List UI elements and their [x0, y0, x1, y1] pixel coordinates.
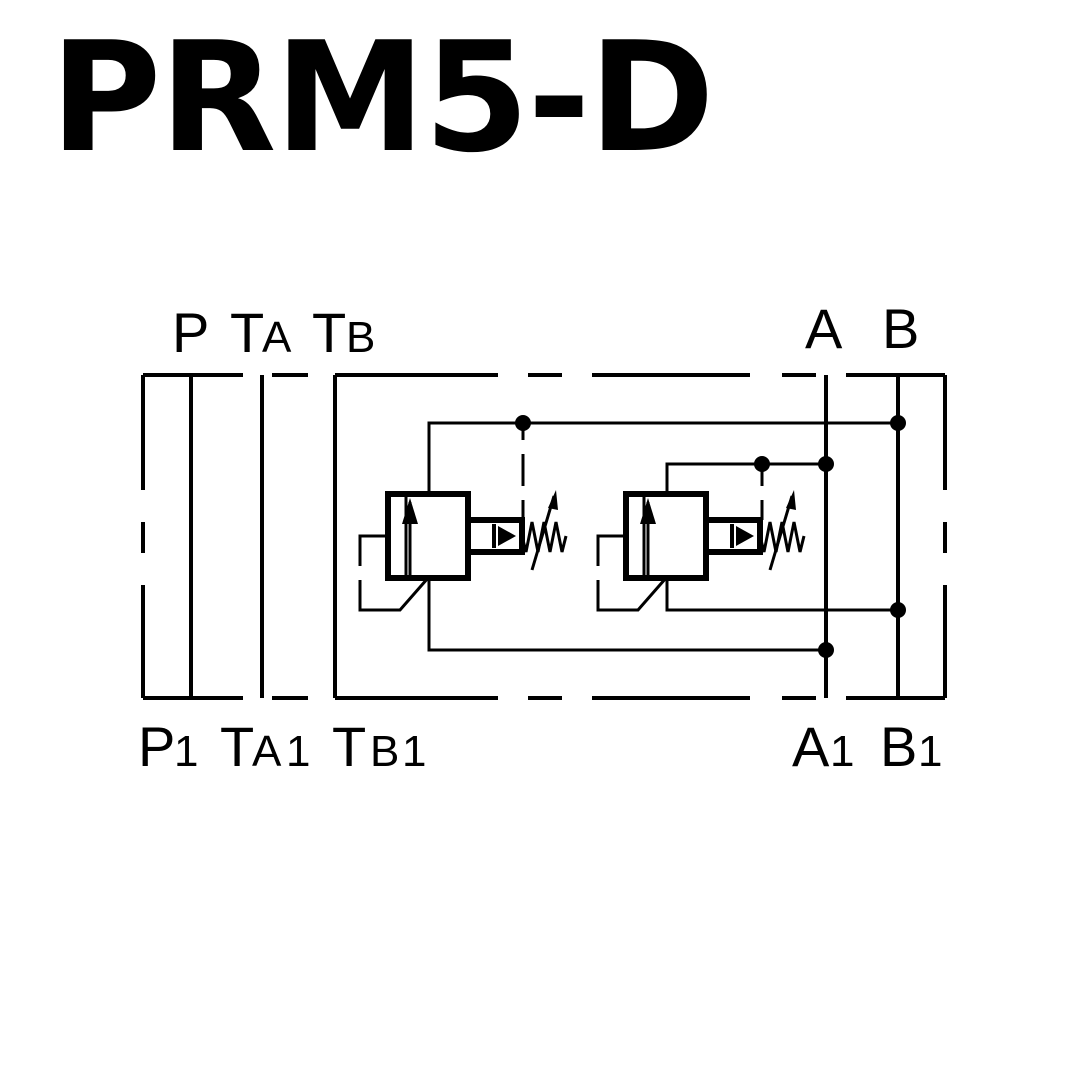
- junction-dot: [890, 602, 906, 618]
- label-tb1-idx: 1: [402, 727, 426, 776]
- page-title: PRM5-D: [50, 9, 715, 186]
- label-tb1-main: T: [332, 715, 366, 778]
- label-a1-sub: 1: [830, 727, 854, 776]
- label-tb-main: T: [312, 301, 346, 364]
- label-tb1-sub: B: [370, 727, 399, 776]
- bottom-port-labels: P 1 T A 1 T B 1 A 1 B 1: [138, 715, 942, 778]
- junction-dot: [818, 642, 834, 658]
- reducing-valve-b: [598, 490, 804, 610]
- label-a: A: [805, 297, 843, 360]
- top-port-labels: P T A T B A B: [172, 297, 919, 364]
- label-ta-sub: A: [262, 313, 292, 362]
- label-ta1-idx: 1: [286, 727, 310, 776]
- label-p1-main: P: [138, 715, 175, 778]
- junction-dot: [754, 456, 770, 472]
- label-b1-main: B: [880, 715, 917, 778]
- label-b1-sub: 1: [918, 727, 942, 776]
- label-tb-sub: B: [346, 313, 375, 362]
- label-b: B: [882, 297, 919, 360]
- label-a1-main: A: [792, 715, 830, 778]
- label-p1-sub: 1: [174, 727, 198, 776]
- junction-dot: [818, 456, 834, 472]
- junction-dot: [890, 415, 906, 431]
- junction-dots: [515, 415, 906, 658]
- outer-frame: [141, 373, 947, 700]
- internal-piping: [427, 421, 898, 652]
- reducing-valve-a: [360, 490, 566, 610]
- junction-dot: [515, 415, 531, 431]
- label-ta1-main: T: [220, 715, 254, 778]
- label-ta1-sub: A: [252, 727, 282, 776]
- label-p: P: [172, 301, 209, 364]
- label-ta-main: T: [230, 301, 264, 364]
